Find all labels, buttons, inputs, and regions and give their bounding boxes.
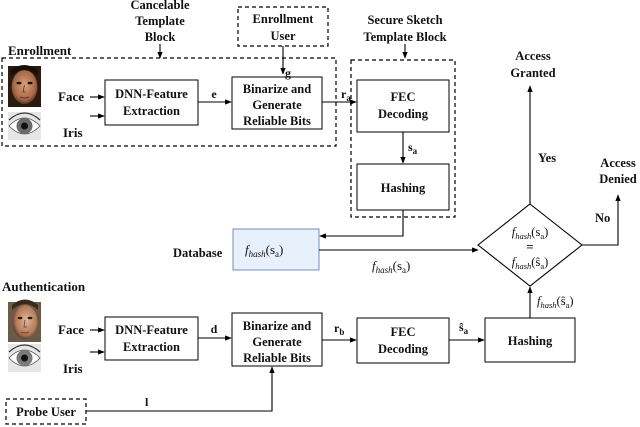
authentication-binarize-border: [231, 312, 323, 367]
compare-equals: =: [526, 239, 533, 254]
authentication-binarize-box: Binarize and Generate Reliable Bits: [231, 312, 323, 367]
access-granted-line2: Granted: [510, 66, 555, 80]
access-denied-line2: Denied: [599, 172, 637, 186]
database-fhash-sa: fhash(sa): [245, 242, 283, 259]
enrollment-binarize-line2: Generate: [252, 98, 302, 112]
enrollment-hashing-label: Hashing: [381, 181, 426, 195]
authentication-dnn-box: DNN-Feature Extraction: [104, 316, 199, 361]
enrollment-user-line1: Enrollment: [253, 12, 315, 26]
enrollment-fec-box: FEC Decoding: [356, 79, 450, 133]
enrollment-binarize-line1: Binarize and: [243, 82, 311, 96]
compare-top-fhash: fhash(sa): [512, 225, 549, 241]
access-granted-line1: Access: [515, 49, 551, 63]
enrollment-iris-label: Iris: [63, 125, 83, 140]
enrollment-binarize-border: [231, 76, 323, 130]
no-arrow: [582, 194, 621, 246]
comparison-diamond: fhash(sa) = fhash(ŝa): [477, 203, 583, 287]
secure-sketch-line1: Secure Sketch: [367, 13, 442, 27]
authentication-fec-box: FEC Decoding: [356, 317, 450, 364]
authentication-dnn-line1: DNN-Feature: [115, 323, 188, 337]
authentication-binarize-line1: Binarize and: [243, 319, 311, 333]
signal-e: e: [211, 87, 217, 101]
no-label: No: [595, 211, 610, 225]
authentication-heading: Authentication: [2, 279, 86, 294]
enrollment-binarize-box: Binarize and Generate Reliable Bits: [231, 76, 323, 130]
database-label: Database: [173, 246, 223, 260]
enrollment-dnn-line2: Extraction: [123, 104, 180, 118]
cancelable-line1: Cancelable: [130, 0, 189, 12]
secure-sketch-block-border: [350, 59, 456, 218]
authentication-fec-line1: FEC: [391, 325, 416, 339]
hash-to-database-arrow: [319, 210, 404, 239]
enrollment-dnn-border: [104, 79, 199, 126]
signal-rb: rb: [334, 321, 344, 337]
authentication-face-image: [8, 299, 41, 342]
cancelable-template-block-label: Cancelable Template Block: [130, 0, 189, 44]
comparison-diamond-shape: [477, 203, 583, 287]
signal-sa-hat: ŝa: [459, 320, 469, 336]
authentication-hashing-label: Hashing: [508, 334, 553, 348]
enrollment-face-image: [8, 65, 41, 107]
cancelable-line2: Template: [135, 14, 185, 28]
authentication-dnn-line2: Extraction: [123, 340, 180, 354]
enrollment-hashing-border: [356, 163, 450, 211]
probe-user-box: Probe User: [5, 398, 87, 425]
enrollment-fec-line2: Decoding: [378, 107, 429, 121]
compare-input-fhash-sa-hat: fhash(ŝa): [537, 294, 574, 310]
enrollment-dnn-line1: DNN-Feature: [115, 87, 188, 101]
enrollment-fec-line1: FEC: [391, 90, 416, 104]
enrollment-dnn-box: DNN-Feature Extraction: [104, 79, 199, 126]
signal-sa: sa: [408, 140, 418, 156]
compare-bottom-fhash: fhash(ŝa): [512, 255, 549, 271]
yes-label: Yes: [538, 151, 556, 165]
cancelable-line3: Block: [145, 30, 176, 44]
secure-sketch-label: Secure Sketch Template Block: [363, 13, 446, 44]
authentication-dnn-border: [104, 316, 199, 361]
authentication-hashing-border: [484, 317, 576, 363]
enrollment-binarize-line3: Reliable Bits: [243, 114, 311, 128]
database-box: fhash(sa): [232, 228, 320, 271]
enrollment-user-line2: User: [271, 29, 296, 43]
authentication-face-label: Face: [58, 322, 84, 337]
enrollment-fec-border: [356, 79, 450, 133]
probe-user-arrow: [86, 366, 275, 412]
signal-d: d: [211, 322, 218, 336]
authentication-iris-image: [8, 344, 41, 372]
authentication-iris-label: Iris: [63, 361, 83, 376]
probe-user-label: Probe User: [16, 405, 76, 419]
signal-ra: ra: [341, 87, 351, 103]
signal-l: l: [145, 395, 149, 409]
enrollment-user-border: [237, 6, 329, 47]
enrollment-user-box: Enrollment User: [237, 6, 329, 47]
authentication-fec-border: [356, 317, 450, 364]
signal-g: g: [285, 66, 291, 80]
secure-sketch-line2: Template Block: [363, 30, 446, 44]
enrollment-hashing-box: Hashing: [356, 163, 450, 211]
authentication-binarize-line3: Reliable Bits: [243, 351, 311, 365]
authentication-hashing-box: Hashing: [484, 317, 576, 363]
enrollment-heading: Enrollment: [8, 43, 72, 58]
access-denied-line1: Access: [600, 156, 636, 170]
compare-input-fhash-sa: fhash(sa): [372, 258, 410, 275]
authentication-fec-line2: Decoding: [378, 342, 429, 356]
enrollment-iris-image: [8, 112, 41, 140]
authentication-binarize-line2: Generate: [252, 335, 302, 349]
enrollment-face-label: Face: [58, 89, 84, 104]
